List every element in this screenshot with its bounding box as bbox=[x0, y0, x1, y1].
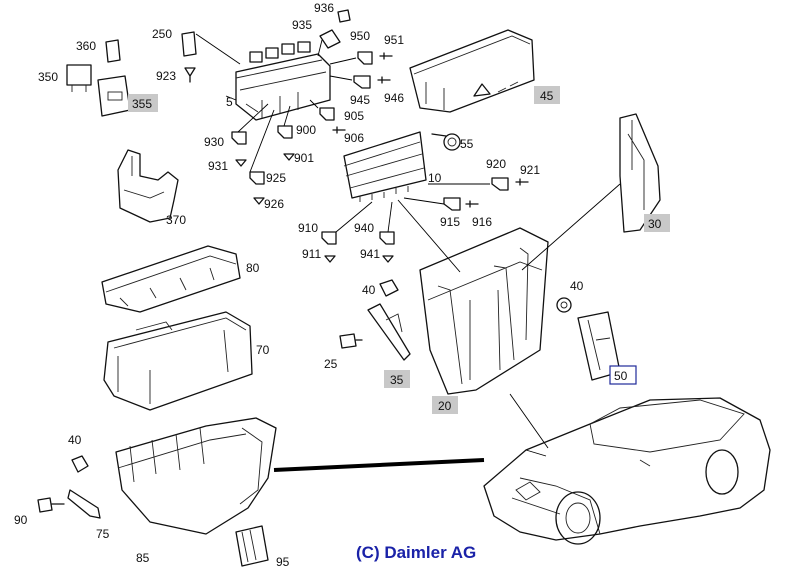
label-931: 931 bbox=[208, 159, 228, 173]
label-921: 921 bbox=[520, 163, 540, 177]
cover-80[interactable] bbox=[101, 245, 241, 313]
cover-45[interactable] bbox=[409, 29, 535, 113]
label-935: 935 bbox=[292, 18, 312, 32]
plug-925[interactable] bbox=[249, 171, 265, 205]
block-95[interactable] bbox=[235, 525, 269, 567]
label-910: 910 bbox=[298, 221, 318, 235]
control-unit-10[interactable] bbox=[343, 131, 427, 202]
bracket-370[interactable] bbox=[117, 149, 179, 223]
pin-923[interactable] bbox=[184, 67, 196, 83]
label-920: 920 bbox=[486, 157, 506, 171]
plug-910[interactable] bbox=[321, 231, 337, 263]
connector-55[interactable] bbox=[431, 133, 461, 151]
housing-70[interactable] bbox=[103, 311, 253, 411]
label-55: 55 bbox=[460, 137, 474, 151]
highlight-30 bbox=[644, 214, 670, 232]
label-355: 355 bbox=[132, 97, 152, 111]
highlight-35 bbox=[384, 370, 410, 388]
label-90: 90 bbox=[14, 513, 28, 527]
label-40-lower: 40 bbox=[68, 433, 82, 447]
label-35: 35 bbox=[390, 373, 404, 387]
plug-950[interactable] bbox=[357, 51, 393, 65]
label-45: 45 bbox=[540, 89, 554, 103]
label-50: 50 bbox=[614, 369, 628, 383]
label-901: 901 bbox=[294, 151, 314, 165]
label-85: 85 bbox=[136, 551, 150, 565]
plug-905[interactable] bbox=[319, 107, 346, 134]
screw-90[interactable] bbox=[37, 497, 65, 513]
copyright-text: (C) Daimler AG bbox=[356, 543, 476, 562]
clip-40-mid[interactable] bbox=[379, 279, 399, 297]
label-900: 900 bbox=[296, 123, 316, 137]
highlight-50 bbox=[609, 365, 637, 385]
relay-350[interactable] bbox=[66, 64, 92, 92]
label-370: 370 bbox=[166, 213, 186, 227]
plug-945[interactable] bbox=[353, 75, 391, 89]
label-945: 945 bbox=[350, 93, 370, 107]
label-930: 930 bbox=[204, 135, 224, 149]
car-sl-outline[interactable] bbox=[483, 397, 771, 545]
label-925: 925 bbox=[266, 171, 286, 185]
label-951: 951 bbox=[384, 33, 404, 47]
label-916: 916 bbox=[472, 215, 492, 229]
grommet-40-right[interactable] bbox=[556, 297, 572, 313]
screw-25[interactable] bbox=[339, 333, 363, 349]
highlight-45 bbox=[534, 86, 560, 104]
plug-915[interactable] bbox=[443, 197, 479, 211]
label-950: 950 bbox=[350, 29, 370, 43]
relay-355[interactable] bbox=[97, 75, 131, 117]
fuse-relay-box-5[interactable] bbox=[235, 41, 331, 121]
plug-930[interactable] bbox=[231, 131, 247, 167]
connector-935[interactable] bbox=[319, 29, 341, 49]
highlight-20 bbox=[432, 396, 458, 414]
label-350: 350 bbox=[38, 70, 58, 84]
bracket-75[interactable] bbox=[67, 489, 101, 519]
label-20: 20 bbox=[438, 399, 452, 413]
label-940: 940 bbox=[354, 221, 374, 235]
label-95: 95 bbox=[276, 555, 290, 569]
label-10: 10 bbox=[428, 171, 442, 185]
label-905: 905 bbox=[344, 109, 364, 123]
label-941: 941 bbox=[360, 247, 380, 261]
pointer-arrow bbox=[273, 458, 485, 472]
label-30: 30 bbox=[648, 217, 662, 231]
label-75: 75 bbox=[96, 527, 110, 541]
plug-900[interactable] bbox=[277, 125, 295, 161]
bracket-35[interactable] bbox=[367, 303, 411, 361]
plug-940[interactable] bbox=[379, 231, 395, 263]
label-40-right: 40 bbox=[570, 279, 584, 293]
label-923: 923 bbox=[156, 69, 176, 83]
label-906: 906 bbox=[344, 131, 364, 145]
label-911: 911 bbox=[302, 247, 321, 261]
label-926: 926 bbox=[264, 197, 284, 211]
label-80: 80 bbox=[246, 261, 260, 275]
label-25: 25 bbox=[324, 357, 338, 371]
label-360: 360 bbox=[76, 39, 96, 53]
tray-85[interactable] bbox=[115, 417, 277, 535]
connector-936[interactable] bbox=[337, 9, 351, 23]
plug-920[interactable] bbox=[491, 177, 529, 191]
label-946: 946 bbox=[384, 91, 404, 105]
label-915: 915 bbox=[440, 215, 460, 229]
label-70: 70 bbox=[256, 343, 270, 357]
label-5: 5 bbox=[226, 95, 233, 109]
frame-20[interactable] bbox=[419, 227, 549, 395]
label-250: 250 bbox=[152, 27, 172, 41]
label-40-mid: 40 bbox=[362, 283, 376, 297]
label-936: 936 bbox=[314, 1, 334, 15]
highlight-355 bbox=[128, 94, 158, 112]
relay-360[interactable] bbox=[105, 39, 121, 63]
connector-250[interactable] bbox=[181, 31, 197, 57]
clip-40-lower[interactable] bbox=[71, 455, 89, 473]
